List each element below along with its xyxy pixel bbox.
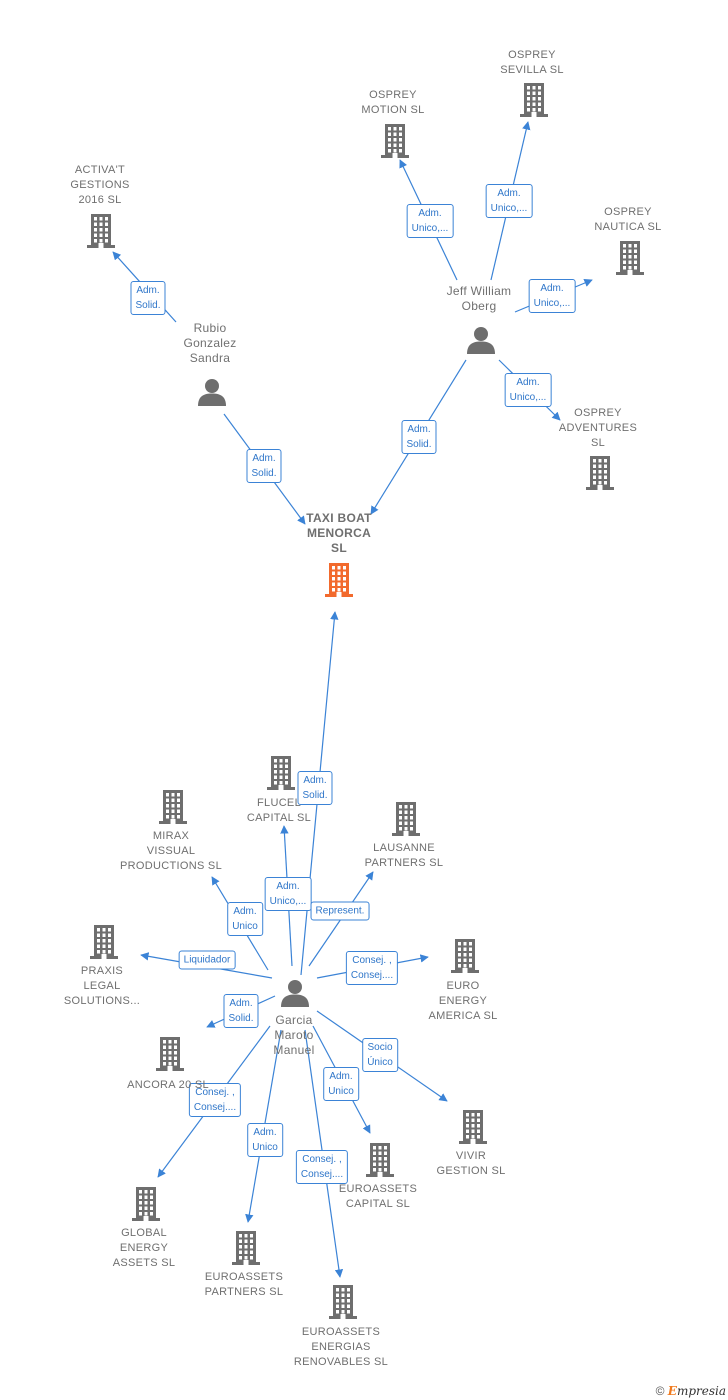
building-icon[interactable] <box>585 455 615 496</box>
building-icon[interactable] <box>89 924 119 965</box>
edge-label-garcia-mirax[interactable]: Adm. Unico <box>227 902 263 936</box>
building-icon[interactable] <box>391 801 421 842</box>
building-icon[interactable] <box>615 240 645 281</box>
node-label-activat[interactable]: ACTIVA'T GESTIONS 2016 SL <box>70 164 130 206</box>
node-label-rubio[interactable]: Rubio Gonzalez Sandra <box>183 321 237 365</box>
node-label-globalenergy[interactable]: GLOBAL ENERGY ASSETS SL <box>112 1227 176 1269</box>
person-icon[interactable] <box>280 978 310 1013</box>
edge-label-jeff-ospnautica[interactable]: Adm. Unico,... <box>528 279 576 313</box>
building-icon[interactable] <box>158 789 188 830</box>
edge-label-garcia-euroaener[interactable]: Consej. , Consej.... <box>295 1150 349 1184</box>
edge-label-jeff-ospadv[interactable]: Adm. Unico,... <box>504 373 552 407</box>
edge-label-garcia-euroapart[interactable]: Adm. Unico <box>247 1123 283 1157</box>
brand-logo: Empresia <box>667 1384 726 1398</box>
building-icon[interactable] <box>86 213 116 254</box>
node-label-jeff[interactable]: Jeff William Oberg <box>446 284 512 313</box>
building-icon[interactable] <box>266 755 296 796</box>
node-label-mirax[interactable]: MIRAX VISSUAL PRODUCTIONS SL <box>120 830 222 872</box>
node-label-flucel[interactable]: FLUCEL CAPITAL SL <box>246 797 312 824</box>
node-label-euroaener[interactable]: EUROASSETS ENERGIAS RENOVABLES SL <box>293 1326 389 1368</box>
node-label-praxis[interactable]: PRAXIS LEGAL SOLUTIONS... <box>63 965 141 1007</box>
building-icon[interactable] <box>155 1036 185 1077</box>
building-icon[interactable] <box>380 123 410 164</box>
edge-label-garcia-euroamerica[interactable]: Consej. , Consej.... <box>345 951 399 985</box>
node-label-vivir[interactable]: VIVIR GESTION SL <box>436 1150 506 1177</box>
edge-label-garcia-lausanne[interactable]: Represent. <box>310 901 370 921</box>
person-icon[interactable] <box>466 325 496 360</box>
edge-label-rubio-activat[interactable]: Adm. Solid. <box>130 281 166 315</box>
edge-label-rubio-taxi[interactable]: Adm. Solid. <box>246 449 282 483</box>
edge-label-garcia-ancora[interactable]: Adm. Solid. <box>223 994 259 1028</box>
building-icon[interactable] <box>324 562 354 603</box>
node-label-euroapart[interactable]: EUROASSETS PARTNERS SL <box>204 1271 284 1298</box>
node-label-garcia[interactable]: Garcia Maroto Manuel <box>273 1013 315 1057</box>
edge-label-garcia-praxis[interactable]: Liquidador <box>178 950 236 970</box>
edge-label-garcia-globalenergy[interactable]: Consej. , Consej.... <box>188 1083 242 1117</box>
node-label-ospnautica[interactable]: OSPREY NAUTICA SL <box>594 206 662 233</box>
edge-label-jeff-taxi[interactable]: Adm. Solid. <box>401 420 437 454</box>
building-icon[interactable] <box>131 1186 161 1227</box>
node-label-ancora[interactable]: ANCORA 20 SL <box>127 1079 209 1091</box>
node-label-taxi[interactable]: TAXI BOAT MENORCA SL <box>306 511 372 555</box>
edge-label-garcia-vivir[interactable]: Socio Único <box>362 1038 398 1072</box>
building-icon[interactable] <box>458 1109 488 1150</box>
copyright-symbol: © <box>655 1384 665 1398</box>
node-label-ospsevilla[interactable]: OSPREY SEVILLA SL <box>500 49 564 76</box>
building-icon[interactable] <box>365 1142 395 1183</box>
node-label-euroacap[interactable]: EUROASSETS CAPITAL SL <box>338 1183 418 1210</box>
building-icon[interactable] <box>231 1230 261 1271</box>
node-label-lausanne[interactable]: LAUSANNE PARTNERS SL <box>364 842 444 869</box>
edge-label-garcia-euroacap[interactable]: Adm. Unico <box>323 1067 359 1101</box>
edge-label-jeff-ospmotion[interactable]: Adm. Unico,... <box>406 204 454 238</box>
building-icon[interactable] <box>450 938 480 979</box>
node-label-ospmotion[interactable]: OSPREY MOTION SL <box>361 89 425 116</box>
node-label-euroamerica[interactable]: EURO ENERGY AMERICA SL <box>428 980 498 1022</box>
edge-label-garcia-taxi[interactable]: Adm. Solid. <box>297 771 333 805</box>
building-icon[interactable] <box>328 1284 358 1325</box>
building-icon[interactable] <box>519 82 549 123</box>
person-icon[interactable] <box>197 377 227 412</box>
edge-label-garcia-flucel[interactable]: Adm. Unico,... <box>264 877 312 911</box>
node-label-ospadv[interactable]: OSPREY ADVENTURES SL <box>558 407 638 449</box>
edge-label-jeff-ospsevilla[interactable]: Adm. Unico,... <box>485 184 533 218</box>
footer-credit: © Empresia <box>656 1384 726 1398</box>
